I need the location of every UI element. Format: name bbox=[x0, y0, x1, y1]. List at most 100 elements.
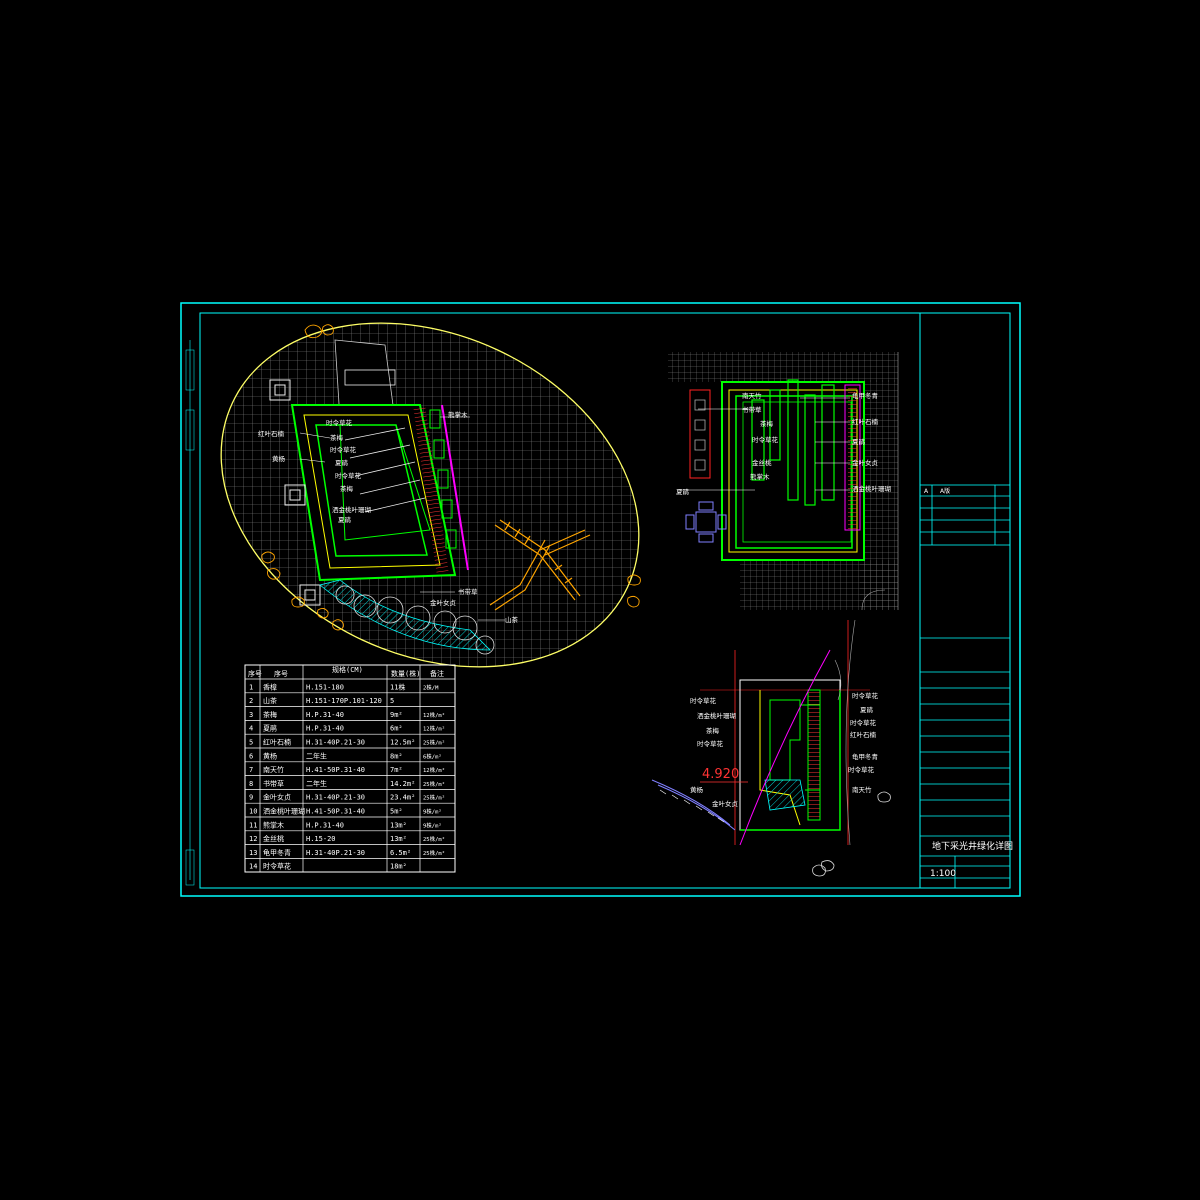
label-seasonal-3: 时令草花 bbox=[335, 471, 362, 480]
table-cell: 9株/m² bbox=[423, 808, 442, 816]
detail-label: 洒金桃叶珊瑚 bbox=[852, 484, 892, 493]
table-cell: 茶梅 bbox=[263, 710, 277, 719]
binding-strip bbox=[185, 340, 195, 886]
label-red-photinia: 红叶石楠 bbox=[258, 429, 285, 438]
table-cell: 7 bbox=[249, 766, 253, 774]
table-cell: 13m² bbox=[390, 821, 407, 829]
table-header-qty: 数量(株) bbox=[391, 669, 420, 678]
table-cell: 红叶石楠 bbox=[263, 738, 291, 747]
drawing-scale: 1:100 bbox=[930, 869, 956, 879]
table-cell: 25株/m² bbox=[423, 849, 445, 857]
label-boxwood: 黄杨 bbox=[272, 454, 286, 463]
detail-label: 书带草 bbox=[742, 405, 762, 414]
table-header-no: 序号 bbox=[248, 669, 262, 678]
label-seasonal-1: 时令草花 bbox=[326, 418, 353, 427]
detail-bottom-right: 4.920 bbox=[651, 619, 891, 877]
detail-label: 时令草花 bbox=[690, 696, 717, 705]
table-cell: 9株/m² bbox=[423, 821, 442, 829]
table-header-spec: 规格(CM) bbox=[332, 665, 363, 674]
detail-label: 茶梅 bbox=[706, 726, 720, 735]
table-cell: H.151-170P.101-120 bbox=[306, 697, 382, 705]
detail-label: 洒金桃叶珊瑚 bbox=[697, 711, 737, 720]
table-cell: 时令草花 bbox=[263, 862, 291, 871]
table-cell: 8 bbox=[249, 780, 253, 788]
table-cell: 二年生 bbox=[306, 751, 327, 760]
detail-label: 时令草花 bbox=[852, 691, 879, 700]
detail-label: 时令草花 bbox=[850, 718, 877, 727]
label-fatshedera: 熊掌木 bbox=[448, 410, 468, 419]
table-cell: H.P.31-40 bbox=[306, 711, 344, 719]
site-plan-ellipse bbox=[200, 320, 660, 680]
label-aucuba: 洒金桃叶珊瑚 bbox=[332, 505, 372, 514]
table-cell: 25株/m² bbox=[423, 780, 445, 788]
table-cell: 11 bbox=[249, 821, 257, 829]
table-header-note: 备注 bbox=[430, 669, 444, 678]
table-cell: 25株/m² bbox=[423, 794, 445, 802]
table-cell: 23.4m² bbox=[390, 794, 415, 802]
table-cell: 香樟 bbox=[263, 682, 277, 691]
table-cell: H.31-40P.21-30 bbox=[306, 739, 365, 747]
table-cell: 山茶 bbox=[263, 696, 277, 705]
detail-label: 熊掌木 bbox=[750, 472, 770, 481]
revision-note: A版 bbox=[940, 487, 950, 495]
table-cell: 南天竹 bbox=[263, 765, 284, 774]
table-cell: 3 bbox=[249, 711, 253, 719]
label-azalea-1: 夏鹃 bbox=[335, 458, 349, 467]
table-cell: 12株/m² bbox=[423, 766, 445, 774]
table-cell: 14 bbox=[249, 863, 257, 871]
label-camellia-2: 茶梅 bbox=[340, 484, 354, 493]
table-cell: 6.5m² bbox=[390, 849, 411, 857]
table-cell: 夏鹃 bbox=[263, 724, 277, 733]
table-cell: H.15-20 bbox=[306, 835, 336, 843]
table-cell: 2株/M bbox=[423, 683, 439, 691]
detail-label: 时令草花 bbox=[752, 435, 779, 444]
label-camellia-1: 茶梅 bbox=[330, 433, 344, 442]
revision-mark: A bbox=[924, 488, 929, 495]
label-privet: 金叶女贞 bbox=[430, 598, 457, 607]
table-cell: 12株/m² bbox=[423, 725, 445, 733]
table-cell: 二年生 bbox=[306, 779, 327, 788]
table-cell: H.31-40P.21-30 bbox=[306, 794, 365, 802]
table-cell: 5 bbox=[390, 697, 394, 705]
detail-top-right bbox=[668, 352, 899, 611]
detail-label: 夏鹃 bbox=[860, 705, 874, 714]
table-cell: 4 bbox=[249, 725, 253, 733]
detail-label: 时令草花 bbox=[848, 765, 875, 774]
table-cell: 5m² bbox=[390, 808, 403, 816]
table-cell: 1 bbox=[249, 683, 253, 691]
detail-label: 红叶石楠 bbox=[852, 417, 879, 426]
table-cell: 13 bbox=[249, 849, 257, 857]
label-azalea-2: 夏鹃 bbox=[338, 515, 352, 524]
sheet-border bbox=[180, 302, 1021, 897]
label-liriope: 书带草 bbox=[458, 587, 478, 596]
inner-border bbox=[199, 312, 1011, 889]
table-cell: 6 bbox=[249, 752, 253, 760]
table-cell: 10 bbox=[249, 808, 257, 816]
title-block: A A版 地下采光井绿化详图 1:100 bbox=[919, 484, 1013, 888]
table-cell: 12株/m² bbox=[423, 711, 445, 719]
left-plan-labels: 红叶石楠 黄杨 时令草花 茶梅 时令草花 夏鹃 时令草花 茶梅 洒金桃叶珊瑚 夏… bbox=[258, 410, 519, 624]
table-cell: 6株/m² bbox=[423, 752, 442, 760]
detail-label: 茶梅 bbox=[760, 419, 774, 428]
table-cell: 2 bbox=[249, 697, 253, 705]
table-cell: 5 bbox=[249, 739, 253, 747]
table-cell: 11株 bbox=[390, 682, 405, 691]
table-cell: H.P.31-40 bbox=[306, 725, 344, 733]
label-camellia-tree: 山茶 bbox=[505, 615, 519, 624]
table-cell: 12 bbox=[249, 835, 257, 843]
table-cell: 25株/m² bbox=[423, 739, 445, 747]
table-cell: 洒金桃叶珊瑚 bbox=[263, 807, 305, 816]
table-cell: 龟甲冬青 bbox=[263, 848, 291, 857]
table-cell: 黄杨 bbox=[263, 751, 277, 760]
bottom-right-labels: 时令草花洒金桃叶珊瑚茶梅时令草花黄杨金叶女贞时令草花夏鹃时令草花红叶石楠龟甲冬青… bbox=[690, 691, 879, 808]
table-cell: 18m² bbox=[390, 863, 407, 871]
table-cell: 书带草 bbox=[263, 779, 284, 788]
table-cell: 14.2m² bbox=[390, 780, 415, 788]
table-cell: H.41-50P.31-40 bbox=[306, 766, 365, 774]
table-header-name: 序号 bbox=[274, 669, 288, 678]
table-cell: 熊掌木 bbox=[263, 820, 284, 829]
table-cell: 6m² bbox=[390, 725, 403, 733]
detail-label: 黄杨 bbox=[690, 785, 704, 794]
